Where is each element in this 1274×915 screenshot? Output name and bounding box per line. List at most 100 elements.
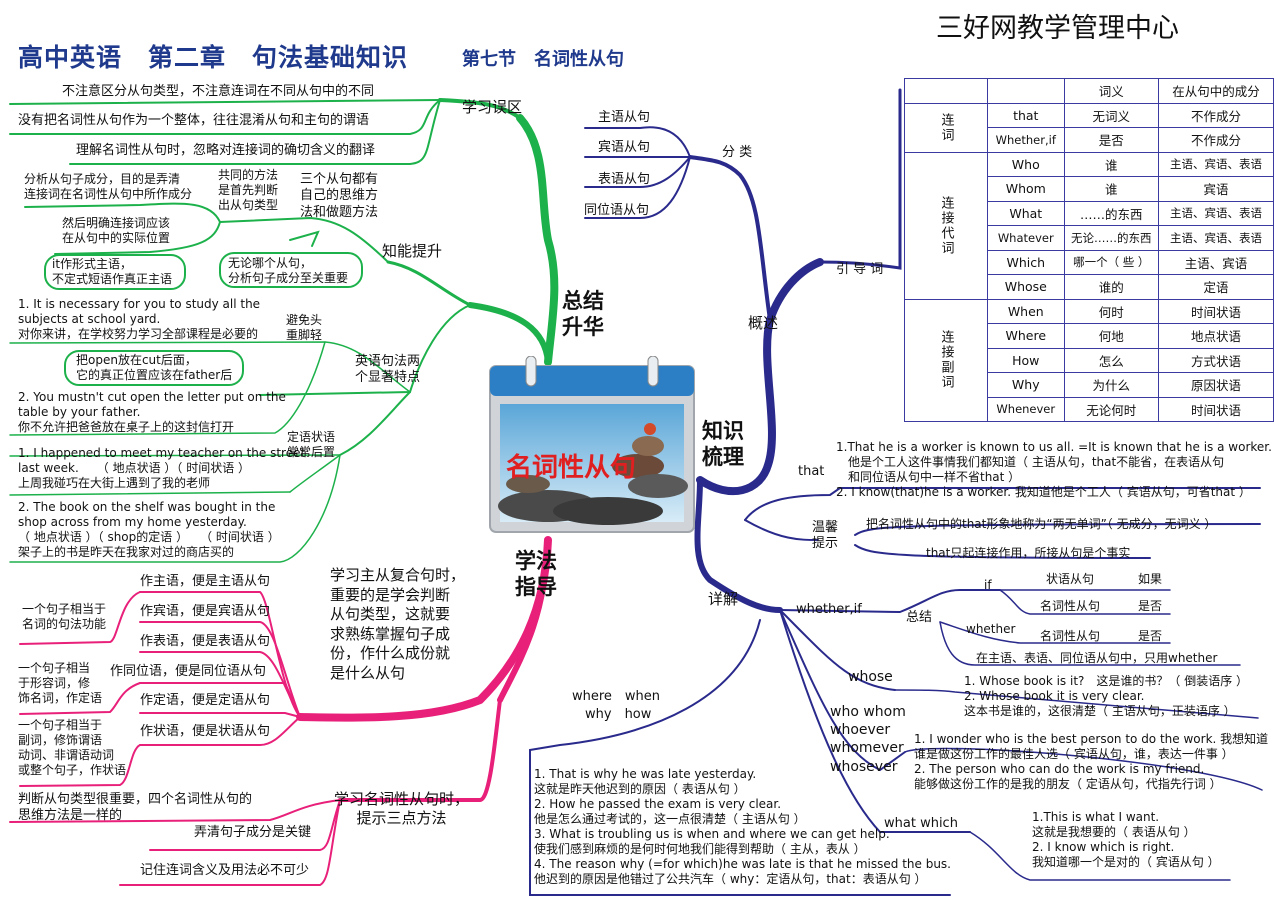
whether-if-label: whether,if (796, 602, 862, 617)
table-group-cell: 连接代词 (904, 151, 988, 300)
example-sentence: 2. The book on the shelf was bought in t… (18, 500, 280, 559)
table-cell: 主语、宾语、表语 (1157, 225, 1274, 251)
table-cell: that (987, 102, 1065, 128)
where-explanation: 1. That is why he was late yesterday. 这就… (534, 767, 951, 886)
table-cell: 何地 (1063, 323, 1159, 349)
table-cell: 不作成分 (1157, 102, 1274, 128)
table-cell: 是否 (1063, 127, 1159, 153)
if-meaning: 如果 (1138, 572, 1163, 586)
table-cell: 为什么 (1063, 372, 1159, 398)
table-cell: Whether,if (987, 127, 1065, 153)
class-item: 表语从句 (598, 172, 651, 187)
if-usage: 状语从句 (1046, 572, 1095, 586)
central-calendar-image (489, 356, 695, 533)
put-open-note: 把open放在cut后面， 它的真正位置应该在father后 (76, 353, 233, 382)
role-item: 作表语，便是表语从句 (140, 634, 271, 649)
if-usage: 名词性从句 (1040, 599, 1101, 613)
table-cell: 何时 (1063, 298, 1159, 324)
mistake-item: 没有把名词性从句作为一个整体，往往混淆从句和主句的谓语 (18, 113, 370, 128)
center-topic-title: 名词性从句 (506, 453, 637, 483)
adj-function-note: 一个句子相当 于形容词，修 饰名词，作定语 (18, 661, 103, 705)
brand-label: 三好网教学管理中心 (936, 13, 1179, 44)
table-header-cell: 在从句中的成分 (1157, 78, 1274, 104)
method-point: 弄清句子成分是关键 (194, 825, 312, 840)
features-label: 英语句法两 个显著特点 (355, 354, 421, 386)
intro-words-label: 引 导 词 (836, 262, 884, 277)
method-main-text: 学习主从复合句时， 重要的是学会判断 从句类型，这就要 求熟练掌握句子成 份，作… (330, 566, 466, 682)
ability-label: 知能提升 (382, 242, 443, 260)
example-sentence: 1. I happened to meet my teacher on the … (18, 446, 306, 490)
table-cell: Why (987, 372, 1065, 398)
class-item: 主语从句 (598, 110, 651, 125)
table-cell: Whenever (987, 396, 1065, 422)
table-cell: 无论何时 (1063, 396, 1159, 422)
three-points-label: 学习名词性从句时， 提示三点方法 (334, 790, 470, 827)
where-when-label: where when why how (572, 689, 661, 723)
table-cell: 主语、宾语 (1157, 249, 1274, 275)
adv-function-note: 一个句子相当于 副词，修饰谓语 动词、非谓语动词 或整个句子，作状语 (18, 718, 127, 777)
table-cell: 方式状语 (1157, 347, 1274, 373)
whether-only-note: 在主语、表语、同位语从句中，只用whether (976, 651, 1218, 665)
mistakes-label: 学习误区 (462, 98, 523, 116)
table-cell: 定语 (1157, 274, 1274, 300)
table-cell: ……的东西 (1063, 200, 1159, 226)
table-group-cell: 连接副词 (904, 298, 988, 422)
table-cell: Which (987, 249, 1065, 275)
table-cell: 地点状语 (1157, 323, 1274, 349)
that-explanation: 1.That he is a worker is known to us all… (836, 440, 1272, 499)
table-cell: When (987, 298, 1065, 324)
avoid-label: 避免头 重脚轻 (286, 313, 323, 342)
whether-label: whether (966, 622, 1016, 636)
table-cell: 谁 (1063, 151, 1159, 177)
noun-function-note: 一个句子相当于 名词的句法功能 (22, 602, 107, 631)
postposition-label: 定语状语 常常后置 (287, 430, 336, 459)
table-cell: Whom (987, 176, 1065, 202)
if-meaning: 是否 (1138, 599, 1163, 613)
table-cell: 时间状语 (1157, 298, 1274, 324)
common-method-note: 共同的方法 是首先判断 出从句类型 (218, 168, 279, 212)
table-header-row: 词义在从句中的成分 (904, 78, 1274, 104)
role-item: 作宾语，便是宾语从句 (140, 604, 271, 619)
tip-item: that只起连接作用，所接从句是个事实 (926, 546, 1131, 560)
table-cell: 谁的 (1063, 274, 1159, 300)
table-cell: 不作成分 (1157, 127, 1274, 153)
example-sentence: 1. It is necessary for you to study all … (18, 297, 261, 341)
overview-label: 概述 (748, 314, 779, 332)
method-point: 判断从句类型很重要，四个名词性从句的 思维方法是一样的 (18, 792, 253, 824)
whose-label: whose (848, 669, 893, 685)
whether-meaning: 是否 (1138, 629, 1163, 643)
whose-explanation: 1. Whose book is it? 这是谁的书？（ 倒装语序 ） 2. W… (964, 674, 1249, 718)
method-label: 学法 指导 (515, 549, 557, 600)
role-item: 作定语，便是定语从句 (140, 693, 271, 708)
that-label: that (798, 464, 825, 479)
table-cell: 无论……的东西 (1063, 225, 1159, 251)
table-cell: 宾语 (1157, 176, 1274, 202)
who-explanation: 1. I wonder who is the best person to do… (914, 732, 1269, 791)
role-item: 作同位语，便是同位语从句 (110, 664, 267, 679)
analysis-note: 分析从句子成分，目的是弄清 连接词在名词性从句中所作成分 (24, 172, 193, 201)
table-cell: 哪一个（ 些 ） (1063, 249, 1159, 275)
table-cell: 时间状语 (1157, 396, 1274, 422)
table-cell: 谁 (1063, 176, 1159, 202)
table-cell: How (987, 347, 1065, 373)
mistake-item: 不注意区分从句类型，不注意连词在不同从句中的不同 (62, 84, 375, 99)
what-which-label: what which (884, 816, 958, 831)
table-header-cell (904, 78, 988, 104)
table-cell: Where (987, 323, 1065, 349)
what-explanation: 1.This is what I want. 这就是我想要的（ 表语从句 ） 2… (1032, 810, 1220, 869)
role-item: 作主语，便是主语从句 (140, 574, 271, 589)
table-cell: 原因状语 (1157, 372, 1274, 398)
table-cell: Whatever (987, 225, 1065, 251)
table-cell: 主语、宾语、表语 (1157, 151, 1274, 177)
detail-label: 详解 (708, 590, 739, 608)
